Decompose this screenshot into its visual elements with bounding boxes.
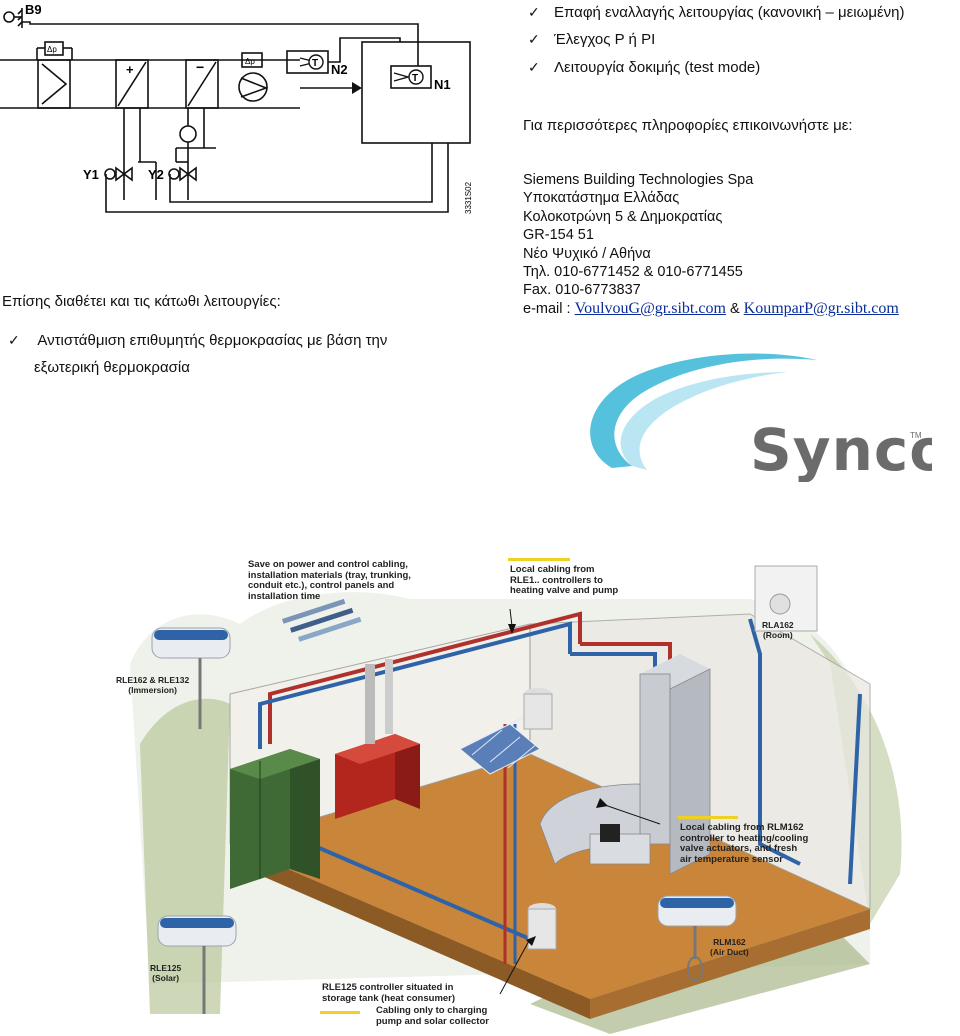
label-rle162: RLE162 & RLE132 (Immersion) (116, 675, 190, 695)
bullet-text: Έλεγχος P ή PI (554, 31, 656, 48)
n2-label: N2 (331, 62, 348, 77)
callout-save-cabling: Save on power and control cabling, insta… (248, 559, 411, 602)
air-handling-unit (539, 654, 711, 875)
t-symbol-n2: T (312, 58, 318, 69)
logo-swoosh-icon (590, 353, 817, 468)
callout-local-cabling-rlm: Local cabling from RLM162 controller to … (680, 822, 809, 865)
device-rla162 (754, 565, 818, 632)
contact-fax: Fax. 010-6773837 (523, 282, 641, 299)
schematic-code: 3331S02 (464, 181, 473, 214)
email-link-voulvou[interactable]: VoulvouG@gr.sibt.com (574, 299, 726, 317)
cable-trays (282, 598, 362, 642)
building-floor (230, 754, 870, 999)
solar-panel (459, 711, 541, 775)
bullet-changeover: Επαφή εναλλαγής λειτουργίας (κανονική – … (528, 3, 905, 22)
label-rlm162: RLM162 (Air Duct) (710, 937, 749, 957)
device-rle162 (151, 627, 231, 729)
contact-block: Siemens Building Technologies Spa Υποκατ… (523, 171, 899, 318)
y1-label: Y1 (83, 167, 99, 182)
label-rla162: RLA162 (Room) (762, 620, 794, 640)
t-symbol-n1: T (412, 73, 418, 84)
callout-rle125-storage: RLE125 controller situated in storage ta… (322, 982, 456, 1004)
label-rle125: RLE125 (Solar) (150, 963, 182, 983)
logo-text: Synco (750, 416, 932, 482)
device-rle125 (157, 915, 237, 1014)
y2-label: Y2 (148, 167, 164, 182)
email-separator: & (725, 300, 744, 317)
installation-illustration (130, 558, 902, 1034)
bullet-compensation-line2: εξωτερική θερμοκρασία (34, 359, 190, 376)
email-prefix: e-mail : (523, 300, 575, 317)
synco-logo: Synco TM (590, 353, 932, 482)
bullet-text: Λειτουργία δοκιμής (test mode) (554, 59, 761, 76)
hvac-control-schematic: B9 N2 N1 Y1 Y2 T T Δp Δp + − 3331S02 (0, 2, 473, 214)
contact-company: Siemens Building Technologies Spa (523, 172, 754, 188)
dp-symbol-filter: Δp (47, 45, 57, 54)
callout-local-cabling-rle: Local cabling from RLE1.. controllers to… (510, 564, 619, 596)
contact-email-line: e-mail : VoulvouG@gr.sibt.com & KoumparP… (523, 300, 899, 318)
device-rlm162 (657, 895, 737, 982)
minus-symbol: − (196, 59, 204, 75)
bullet-test-mode: Λειτουργία δοκιμής (test mode) (528, 58, 760, 77)
email-link-koumpar[interactable]: KoumparP@gr.sibt.com (743, 299, 899, 317)
valve-y1-actuator-icon (104, 168, 116, 180)
features-intro: Επίσης διαθέτει και τις κάτωθι λειτουργί… (2, 293, 281, 310)
dp-symbol-fan: Δp (245, 57, 255, 66)
pump-icon (179, 125, 197, 143)
contact-branch: Υποκατάστημα Ελλάδας (523, 190, 680, 207)
callout-cabling-pump-solar: Cabling only to charging pump and solar … (376, 1005, 489, 1027)
bullet-p-pi: Έλεγχος P ή PI (528, 30, 655, 49)
outdoor-sensor-icon (3, 11, 15, 23)
control-panels (230, 749, 320, 889)
n1-label: N1 (434, 77, 451, 92)
bullet-compensation-line1: Αντιστάθμιση επιθυμητής θερμοκρασίας με … (37, 332, 388, 349)
bullet-compensation: Αντιστάθμιση επιθυμητής θερμοκρασίας με … (8, 331, 387, 350)
plus-symbol: + (126, 62, 134, 77)
contact-phone: Τηλ. 010-6771452 & 010-6771455 (523, 264, 743, 281)
contact-city: Νέο Ψυχικό / Αθήνα (523, 245, 651, 262)
logo-trademark: TM (910, 431, 922, 440)
sensor-label: B9 (25, 2, 42, 17)
more-info-text: Για περισσότερες πληροφορίες επικοινωνήσ… (523, 117, 853, 134)
contact-postcode: GR-154 51 (523, 227, 594, 244)
boiler (335, 659, 420, 819)
bullet-text: Επαφή εναλλαγής λειτουργίας (κανονική – … (554, 4, 905, 21)
contact-street: Κολοκοτρώνη 5 & Δημοκρατίας (523, 208, 723, 225)
valve-y2-actuator-icon (168, 168, 180, 180)
